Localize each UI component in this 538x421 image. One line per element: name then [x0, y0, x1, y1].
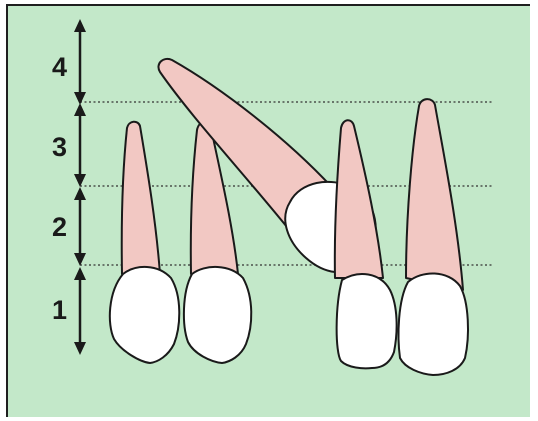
tooth-icon: [335, 120, 397, 368]
tooth-root: [122, 122, 160, 274]
tooth-icon: [399, 99, 468, 375]
tooth-crown: [399, 273, 468, 375]
tooth-crown: [184, 267, 251, 363]
zone-label-1: 1: [52, 295, 67, 325]
zone-labels: 4 3 2 1: [52, 52, 67, 325]
double-arrow-icon: [74, 187, 86, 266]
diagram-canvas: 4 3 2 1: [8, 6, 530, 417]
teeth: [110, 59, 468, 375]
tooth-displacement-diagram: 4 3 2 1: [6, 4, 530, 417]
double-arrow-icon: [74, 267, 86, 355]
double-arrow-icon: [74, 19, 86, 105]
tooth-root: [406, 99, 463, 290]
zone-arrows: [74, 19, 86, 355]
tooth-root: [335, 120, 383, 278]
tooth-icon: [110, 122, 179, 363]
zone-label-2: 2: [52, 212, 67, 242]
tooth-crown: [110, 267, 179, 363]
zone-label-4: 4: [52, 52, 67, 82]
tooth-crown: [337, 274, 397, 368]
zone-label-3: 3: [52, 132, 67, 162]
double-arrow-icon: [74, 103, 86, 187]
